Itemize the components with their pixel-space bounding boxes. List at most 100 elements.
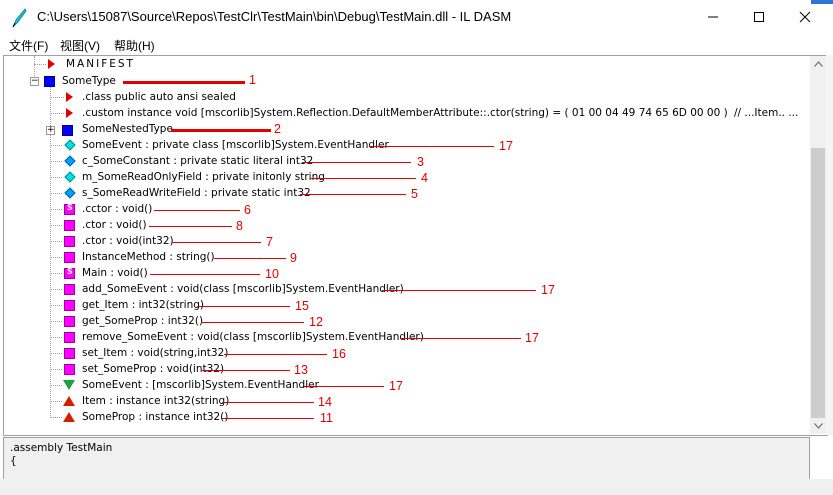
field-icon <box>64 171 76 183</box>
method-icon <box>64 364 75 375</box>
tree-guide <box>50 417 62 418</box>
info-panel[interactable]: .assembly TestMain { <box>3 437 810 480</box>
static-field-icon <box>64 155 76 167</box>
annotation-line <box>382 290 536 291</box>
annotation-number: 12 <box>309 315 323 329</box>
tree-guide <box>50 369 62 370</box>
annotation-line <box>302 162 411 163</box>
member-node[interactable]: m_SomeReadOnlyField : private initonly s… <box>82 171 325 183</box>
expand-toggle[interactable]: + <box>46 125 55 135</box>
scroll-thumb[interactable] <box>811 148 825 418</box>
tree-guide <box>34 64 46 65</box>
tree-guide <box>50 401 62 402</box>
class-icon <box>44 76 55 87</box>
annotation-number: 17 <box>541 283 555 297</box>
member-node[interactable]: .cctor : void() <box>82 203 153 215</box>
annotation-number: 4 <box>421 171 428 185</box>
tree-guide <box>50 225 62 226</box>
static-method-icon <box>64 203 75 215</box>
annotation-number: 14 <box>318 395 332 409</box>
chevron-down-icon <box>813 423 823 429</box>
tree-guide <box>50 337 62 338</box>
member-node[interactable]: s_SomeReadWriteField : private static in… <box>82 187 311 199</box>
method-icon <box>64 300 75 311</box>
class-decl-node[interactable]: .class public auto ansi sealed <box>82 91 236 103</box>
annotation-number: 6 <box>244 203 251 217</box>
annotation-number: 13 <box>294 363 308 377</box>
maximize-button[interactable] <box>736 0 782 34</box>
annotation-line <box>154 210 240 211</box>
scroll-up-button[interactable] <box>810 56 826 72</box>
annotation-number: 5 <box>411 187 418 201</box>
annotation-number: 8 <box>236 219 243 233</box>
member-node[interactable]: Item : instance int32(string) <box>82 395 230 407</box>
method-icon <box>64 284 75 295</box>
member-node[interactable]: SomeEvent : [mscorlib]System.EventHandle… <box>82 379 319 391</box>
custom-attr-comment: // ...Item.. ... <box>734 107 799 119</box>
tree-guide <box>34 56 35 78</box>
member-node[interactable]: InstanceMethod : string() <box>82 251 215 263</box>
member-node[interactable]: c_SomeConstant : private static literal … <box>82 155 314 167</box>
menu-help[interactable]: 帮助(H) <box>114 39 155 53</box>
annotation-line <box>304 386 384 387</box>
background-window-edge <box>811 0 833 4</box>
annotation-line <box>300 194 406 195</box>
close-icon <box>799 11 811 23</box>
tree-guide <box>50 257 62 258</box>
type-node[interactable]: SomeType <box>62 75 116 87</box>
member-node[interactable]: set_SomeProp : void(int32) <box>82 363 225 375</box>
minimize-button[interactable] <box>690 0 736 34</box>
member-node[interactable]: get_Item : int32(string) <box>82 299 204 311</box>
nested-type-node[interactable]: SomeNestedType <box>82 123 173 135</box>
annotation-number: 2 <box>274 122 281 136</box>
member-node[interactable]: add_SomeEvent : void(class [mscorlib]Sys… <box>82 283 404 295</box>
annotation-line <box>222 418 314 419</box>
member-node[interactable]: SomeEvent : private class [mscorlib]Syst… <box>82 139 389 151</box>
manifest-icon <box>48 59 55 69</box>
annotation-line <box>311 178 416 179</box>
minimize-icon <box>708 16 718 18</box>
annotation-line <box>197 306 290 307</box>
property-icon <box>63 396 75 406</box>
event-icon <box>63 380 75 390</box>
annotation-number: 17 <box>389 379 403 393</box>
status-bar <box>0 479 833 495</box>
member-node[interactable]: remove_SomeEvent : void(class [mscorlib]… <box>82 331 424 343</box>
tree-guide <box>50 241 62 242</box>
scroll-down-button[interactable] <box>810 418 826 434</box>
manifest-node[interactable]: MANIFEST <box>66 58 135 70</box>
member-node[interactable]: .ctor : void(int32) <box>82 235 174 247</box>
menu-view[interactable]: 视图(V) <box>60 39 100 53</box>
tree-guide <box>50 97 64 98</box>
annotation-line <box>149 226 232 227</box>
info-line-1: .assembly TestMain <box>10 442 113 454</box>
annotation-number: 9 <box>290 251 297 265</box>
member-node[interactable]: set_Item : void(string,int32) <box>82 347 229 359</box>
background-window-edge <box>826 55 833 435</box>
quill-icon <box>10 8 28 28</box>
annotation-number: 11 <box>320 411 333 425</box>
tree-guide <box>50 305 62 306</box>
member-node[interactable]: .ctor : void() <box>82 219 147 231</box>
collapse-toggle[interactable]: − <box>30 76 39 86</box>
custom-attr-node[interactable]: .custom instance void [mscorlib]System.R… <box>82 107 728 119</box>
member-node[interactable]: get_SomeProp : int32() <box>82 315 204 327</box>
class-decl-icon <box>66 92 73 102</box>
annotation-number: 3 <box>417 155 424 169</box>
menu-file[interactable]: 文件(F) <box>9 39 49 53</box>
maximize-icon <box>754 12 764 22</box>
annotation-line <box>202 370 290 371</box>
tree-guide <box>50 289 62 290</box>
method-icon <box>64 348 75 359</box>
method-icon <box>64 220 75 231</box>
member-node[interactable]: SomeProp : instance int32() <box>82 411 229 423</box>
close-button[interactable] <box>782 0 828 34</box>
vertical-scrollbar[interactable] <box>810 56 826 434</box>
member-node[interactable]: Main : void() <box>82 267 148 279</box>
method-icon <box>64 332 75 343</box>
info-line-2: { <box>10 455 17 467</box>
tree-view[interactable]: MANIFEST − SomeType 1 .class public auto… <box>3 55 828 436</box>
static-method-icon <box>64 267 75 279</box>
tree-guide <box>50 209 62 210</box>
tree-guide <box>50 321 62 322</box>
